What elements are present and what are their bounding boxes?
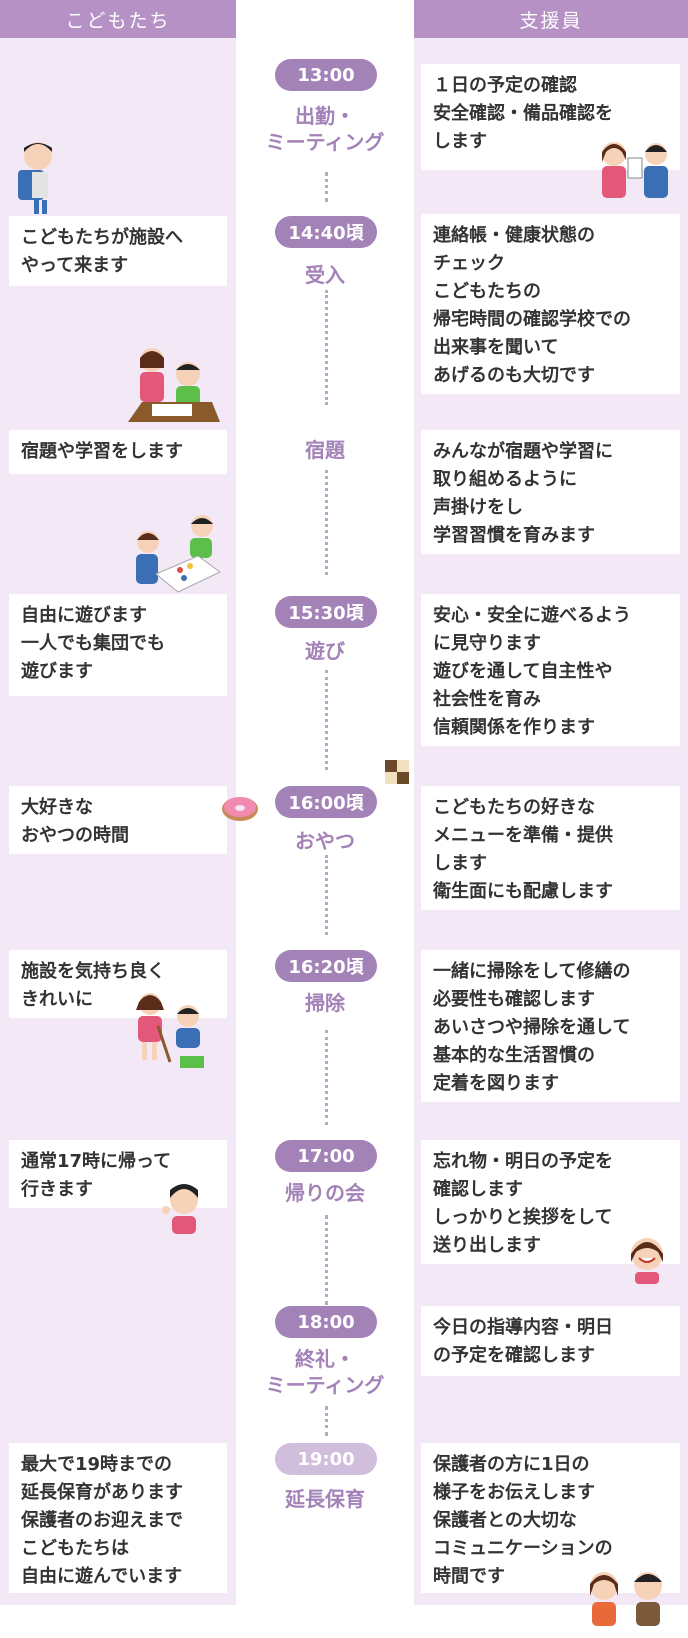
staff-task: 連絡帳・健康状態の チェック こどもたちの 帰宅時間の確認学校での 出来事を聞い…	[421, 214, 680, 394]
staff-task: 安心・安全に遊べるよう に見守ります 遊びを通して自主性や 社会性を育み 信頼関…	[421, 594, 680, 746]
kids-activity: 大好きな おやつの時間	[9, 786, 227, 854]
timeline-connector	[325, 855, 328, 935]
donut-icon	[222, 797, 258, 821]
parent-and-staff-illustration	[590, 1572, 662, 1626]
step-label: 延長保育	[285, 1487, 365, 1511]
kids-activity: 自由に遊びます 一人でも集団でも 遊びます	[9, 594, 227, 696]
waving-girl-illustration	[162, 1184, 198, 1234]
step-label: 宿題	[305, 438, 345, 462]
kids-column-header: こどもたち	[0, 0, 236, 38]
kids-activity: こどもたちが施設へ やって来ます	[9, 216, 227, 286]
timeline-connector	[325, 1406, 328, 1436]
kids-cleaning-illustration	[136, 993, 204, 1068]
time-badge: 13:00	[275, 59, 377, 91]
staff-task: １日の予定の確認 安全確認・備品確認を します	[421, 64, 680, 170]
staff-task: 一緒に掃除をして修繕の 必要性も確認します あいさつや掃除を通して 基本的な生活…	[421, 950, 680, 1102]
staff-task: 今日の指導内容・明日 の予定を確認します	[421, 1306, 680, 1376]
time-badge: 16:00頃	[275, 786, 377, 818]
step-label: 受入	[305, 263, 345, 287]
time-badge: 15:30頃	[275, 596, 377, 628]
staff-task: みんなが宿題や学習に 取り組めるように 声掛けをし 学習習慣を育みます	[421, 430, 680, 554]
staff-task: 保護者の方に1日の 様子をお伝えします 保護者との大切な コミュニケーションの …	[421, 1443, 680, 1593]
time-badge: 14:40頃	[275, 216, 377, 248]
step-label: 終礼・ ミーティング	[265, 1347, 385, 1397]
kids-activity: 最大で19時までの 延長保育があります 保護者のお迎えまで こどもたちは 自由に…	[9, 1443, 227, 1593]
staff-column-header: 支援員	[414, 0, 688, 38]
step-label: 帰りの会	[285, 1181, 365, 1205]
timeline-connector	[325, 470, 328, 575]
timeline-connector	[325, 290, 328, 405]
time-badge: 19:00	[275, 1443, 377, 1475]
step-label: おやつ	[295, 829, 355, 853]
chocolate-snack-icon	[385, 760, 409, 784]
time-badge: 17:00	[275, 1140, 377, 1172]
kids-activity: 宿題や学習をします	[9, 430, 227, 474]
child-with-backpack-illustration	[18, 142, 52, 214]
staff-task: こどもたちの好きな メニューを準備・提供 します 衛生面にも配慮します	[421, 786, 680, 910]
timeline-connector	[325, 1215, 328, 1305]
step-label: 掃除	[305, 991, 345, 1015]
homework-help-illustration	[128, 348, 220, 422]
time-badge: 18:00	[275, 1306, 377, 1338]
board-game-illustration	[136, 515, 221, 593]
timeline-connector	[325, 172, 328, 202]
smiling-staff-illustration	[631, 1238, 663, 1284]
step-label: 遊び	[305, 639, 345, 663]
timeline-connector	[325, 1030, 328, 1125]
time-badge: 16:20頃	[275, 950, 377, 982]
timeline-connector	[325, 670, 328, 770]
step-label: 出勤・ ミーティング	[265, 104, 385, 154]
staff-checklist-illustration	[602, 142, 668, 198]
